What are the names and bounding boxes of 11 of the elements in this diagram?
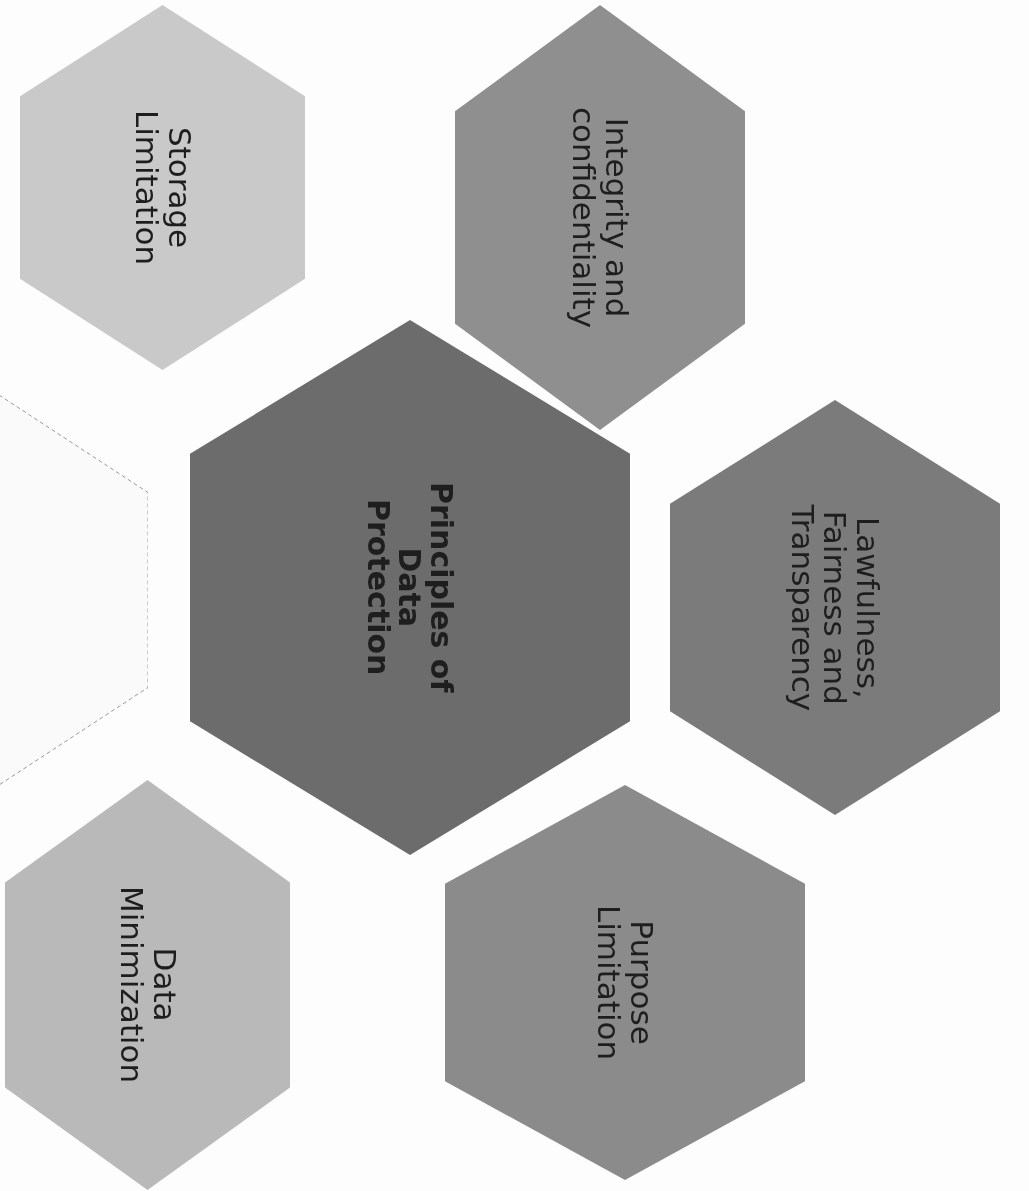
hexagon-shape bbox=[5, 780, 290, 1190]
hexagon-label: Lawfulness, Fairness and Transparency bbox=[786, 503, 884, 713]
hexagon-shape bbox=[670, 400, 1000, 815]
hexagon-shape bbox=[445, 785, 805, 1180]
hexagon-label: Data Minimization bbox=[114, 885, 181, 1086]
hexagon-label: Principles of Data Protection bbox=[362, 481, 458, 695]
hexagon-shape bbox=[455, 5, 745, 430]
hexagon-shape bbox=[20, 5, 305, 370]
hexagon-label: Storage Limitation bbox=[129, 108, 196, 268]
hexagon-label: Integrity and confidentiality bbox=[567, 105, 633, 331]
hexagon-label: Purpose Limitation bbox=[592, 903, 658, 1063]
